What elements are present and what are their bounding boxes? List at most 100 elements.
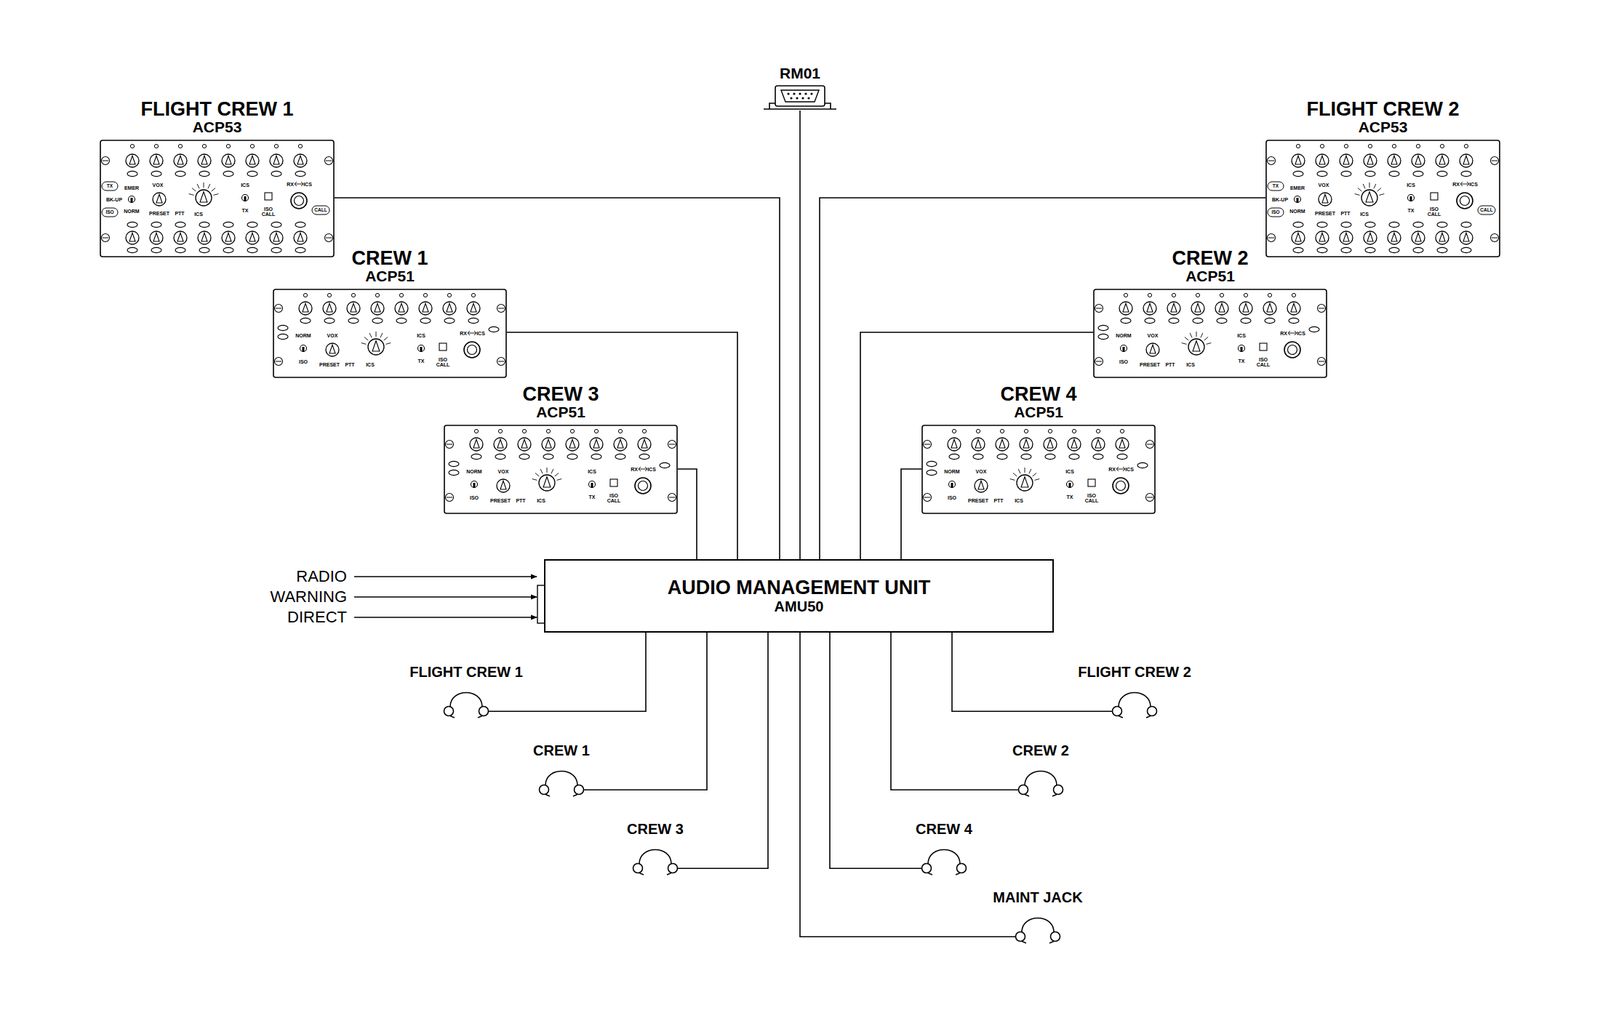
knob-pointer	[1415, 232, 1422, 242]
panel-face	[1093, 289, 1327, 378]
position-name: CREW 2	[1171, 248, 1248, 269]
push-button	[101, 208, 118, 217]
headset-jack: CREW 2	[1018, 764, 1064, 797]
iso-call-button	[439, 343, 447, 351]
position-name: FLIGHT CREW 2	[1306, 98, 1460, 120]
control-label: ISO CALL	[1426, 206, 1443, 217]
indicator-lens	[1137, 462, 1148, 468]
knob	[368, 338, 384, 355]
indicator-lens	[1341, 221, 1352, 227]
selector-tick	[1189, 333, 1192, 338]
control-label: ISO	[1271, 210, 1280, 216]
indicator-lens	[1461, 170, 1472, 176]
toggle-switch	[242, 194, 249, 202]
panel-screw	[497, 304, 506, 313]
knob-pointer	[153, 155, 160, 165]
control-label: PRESET	[490, 498, 511, 504]
connector-group	[334, 110, 1266, 937]
knob	[197, 154, 211, 168]
panel-screw	[1490, 157, 1499, 166]
toggle-switch	[418, 345, 425, 352]
indicator-lens	[1437, 247, 1448, 253]
selector-tick	[535, 473, 539, 477]
indicator-dot	[1219, 293, 1224, 297]
indicator-lens	[1293, 247, 1304, 253]
knob-pointer	[1391, 232, 1398, 242]
panel-screw	[101, 234, 110, 243]
knob	[1459, 231, 1473, 245]
knob-pointer	[225, 232, 232, 242]
control-label: CALL	[1480, 208, 1493, 214]
toggle-lever	[302, 346, 305, 352]
indicator-lens	[271, 170, 282, 176]
indicator-lens	[271, 221, 282, 227]
control-label: TX	[1238, 358, 1246, 364]
wire	[829, 632, 922, 869]
balance-symbol	[1116, 466, 1126, 472]
indicator-dot	[1096, 429, 1100, 433]
earcup	[1050, 932, 1061, 942]
headband	[1118, 693, 1151, 708]
wire	[800, 632, 1016, 937]
indicator-lens	[223, 221, 234, 227]
indicator-lens	[1293, 170, 1304, 176]
knob	[221, 154, 235, 168]
knob	[173, 154, 187, 168]
selector-tick	[384, 337, 388, 341]
indicator-lens	[175, 170, 186, 176]
screw-slot	[446, 497, 453, 499]
volume-knob	[1456, 192, 1473, 209]
input-arrow	[354, 616, 537, 619]
toggle-switch	[471, 481, 478, 488]
screw-slot	[1268, 160, 1275, 162]
knob	[1363, 231, 1377, 245]
knob	[125, 154, 139, 168]
panel-outline	[1265, 139, 1501, 258]
screw-slot	[924, 497, 931, 499]
indicator-dot	[976, 429, 980, 433]
knob	[1361, 189, 1378, 206]
control-label: RX	[630, 466, 638, 472]
earcup	[1016, 932, 1026, 942]
control-label: RX	[1108, 466, 1116, 472]
control-label: ICS	[1065, 469, 1075, 475]
knob-pointer	[978, 480, 984, 490]
signal-input-name: DIRECT	[287, 609, 347, 626]
selector-tick	[1010, 479, 1016, 481]
selector-tick	[532, 479, 538, 481]
knob	[1435, 154, 1449, 168]
toggle-lever	[1410, 196, 1413, 202]
indicator-dot	[423, 293, 427, 297]
control-label: PTT	[515, 498, 526, 504]
label-block: FLIGHT CREW 1	[409, 664, 523, 680]
balance-symbol	[467, 330, 477, 336]
knob-pointer	[1266, 303, 1273, 312]
control-label: PRESET	[1314, 210, 1336, 216]
knob	[418, 301, 432, 315]
knob	[1191, 301, 1205, 315]
push-button	[1477, 205, 1496, 215]
panel-screw	[923, 493, 932, 502]
toggle-switch	[1120, 345, 1128, 352]
headset-symbol	[632, 842, 678, 875]
control-label: PTT	[1165, 362, 1175, 368]
volume-knob-inner	[1460, 196, 1470, 206]
earcup	[957, 864, 967, 874]
selector-tick	[1181, 343, 1187, 345]
indicator-lens	[1069, 453, 1080, 459]
indicator-lens	[1264, 317, 1275, 323]
control-label: ISO CALL	[260, 206, 277, 217]
indicator-lens	[1341, 170, 1352, 176]
knob	[517, 437, 531, 451]
indicator-lens	[926, 469, 937, 475]
indicator-dot	[298, 144, 302, 148]
control-label: TX	[418, 358, 425, 364]
push-button	[1267, 208, 1284, 217]
knob-pointer	[372, 341, 380, 352]
indicator-dot	[1195, 293, 1200, 297]
selector-tick	[1200, 333, 1203, 338]
indicator-dot	[594, 429, 598, 433]
indicator-lens	[199, 247, 210, 253]
knob-pointer	[1439, 232, 1446, 242]
toggle-switch	[589, 481, 596, 488]
